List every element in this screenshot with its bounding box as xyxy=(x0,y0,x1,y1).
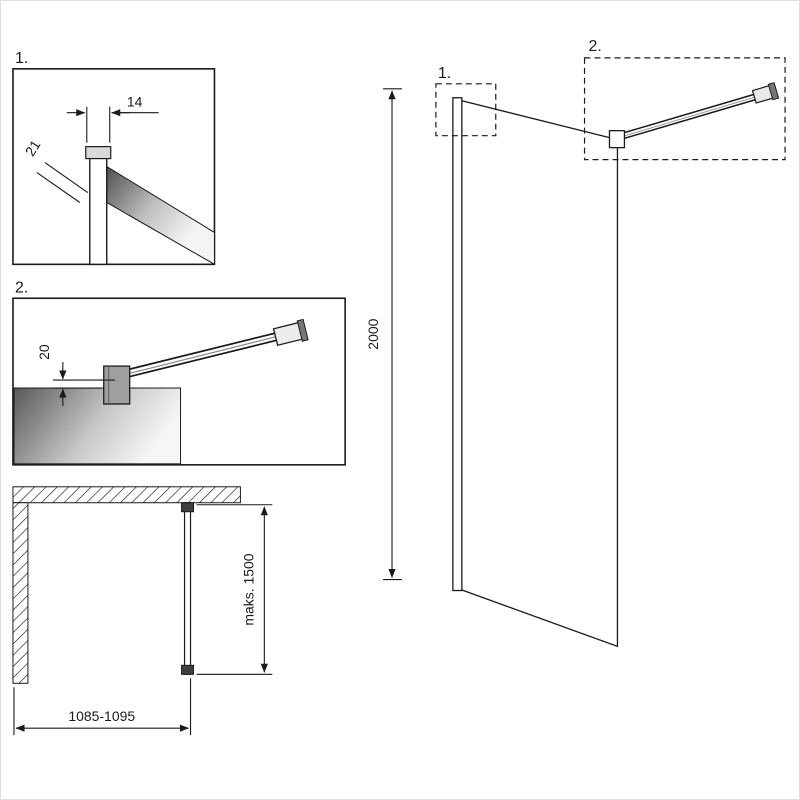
detail-2-dim-offset xyxy=(52,362,115,406)
elevation-glass-panel xyxy=(457,98,619,648)
elevation-callout-1-label: 1. xyxy=(438,65,451,82)
plan-wall-left xyxy=(12,502,29,684)
elevation-view: 2000 1. 2. xyxy=(365,38,786,648)
elevation-support-bar xyxy=(619,92,761,141)
plan-bottom-fitting xyxy=(181,664,195,675)
detail-2-dim-offset-value: 20 xyxy=(36,344,52,360)
elevation-callout-2-label: 2. xyxy=(589,38,602,55)
detail-2-view: 2. 20 xyxy=(12,279,346,466)
plan-view: maks. 1500 1085-1095 xyxy=(12,486,273,736)
detail-2-glass-edge xyxy=(13,387,182,465)
detail-1-profile-cap xyxy=(85,146,112,160)
elevation-dim-height-value: 2000 xyxy=(365,318,381,349)
detail-1-label: 1. xyxy=(15,50,28,67)
detail-2-support-bar xyxy=(115,328,292,381)
detail-2-label: 2. xyxy=(15,279,28,296)
plan-dim-width xyxy=(13,678,192,736)
plan-dim-depth-value: maks. 1500 xyxy=(240,553,256,625)
detail-1-view: 1. 14 21 xyxy=(12,50,216,266)
detail-1-dim-depth-value: 21 xyxy=(22,137,44,159)
detail-1-dim-width-value: 14 xyxy=(127,94,143,110)
detail-1-profile-bar xyxy=(89,149,108,266)
plan-top-fitting xyxy=(181,502,195,513)
elevation-wall-anchor xyxy=(751,82,780,104)
plan-dim-width-value: 1085-1095 xyxy=(68,708,135,724)
plan-dim-depth xyxy=(196,504,273,675)
elevation-callout-2-box xyxy=(583,57,786,161)
elevation-wall-profile xyxy=(452,97,463,592)
detail-1-dim-depth xyxy=(36,162,89,203)
plan-glass-line xyxy=(183,502,192,675)
detail-2-wall-anchor xyxy=(272,318,309,347)
plan-wall-top xyxy=(12,486,241,504)
elevation-corner-bracket xyxy=(608,130,626,149)
detail-2-clamp-bracket xyxy=(103,365,131,405)
elevation-callout-1-box xyxy=(435,83,497,137)
detail-1-dim-width xyxy=(66,106,159,143)
elevation-dim-height xyxy=(383,88,402,581)
